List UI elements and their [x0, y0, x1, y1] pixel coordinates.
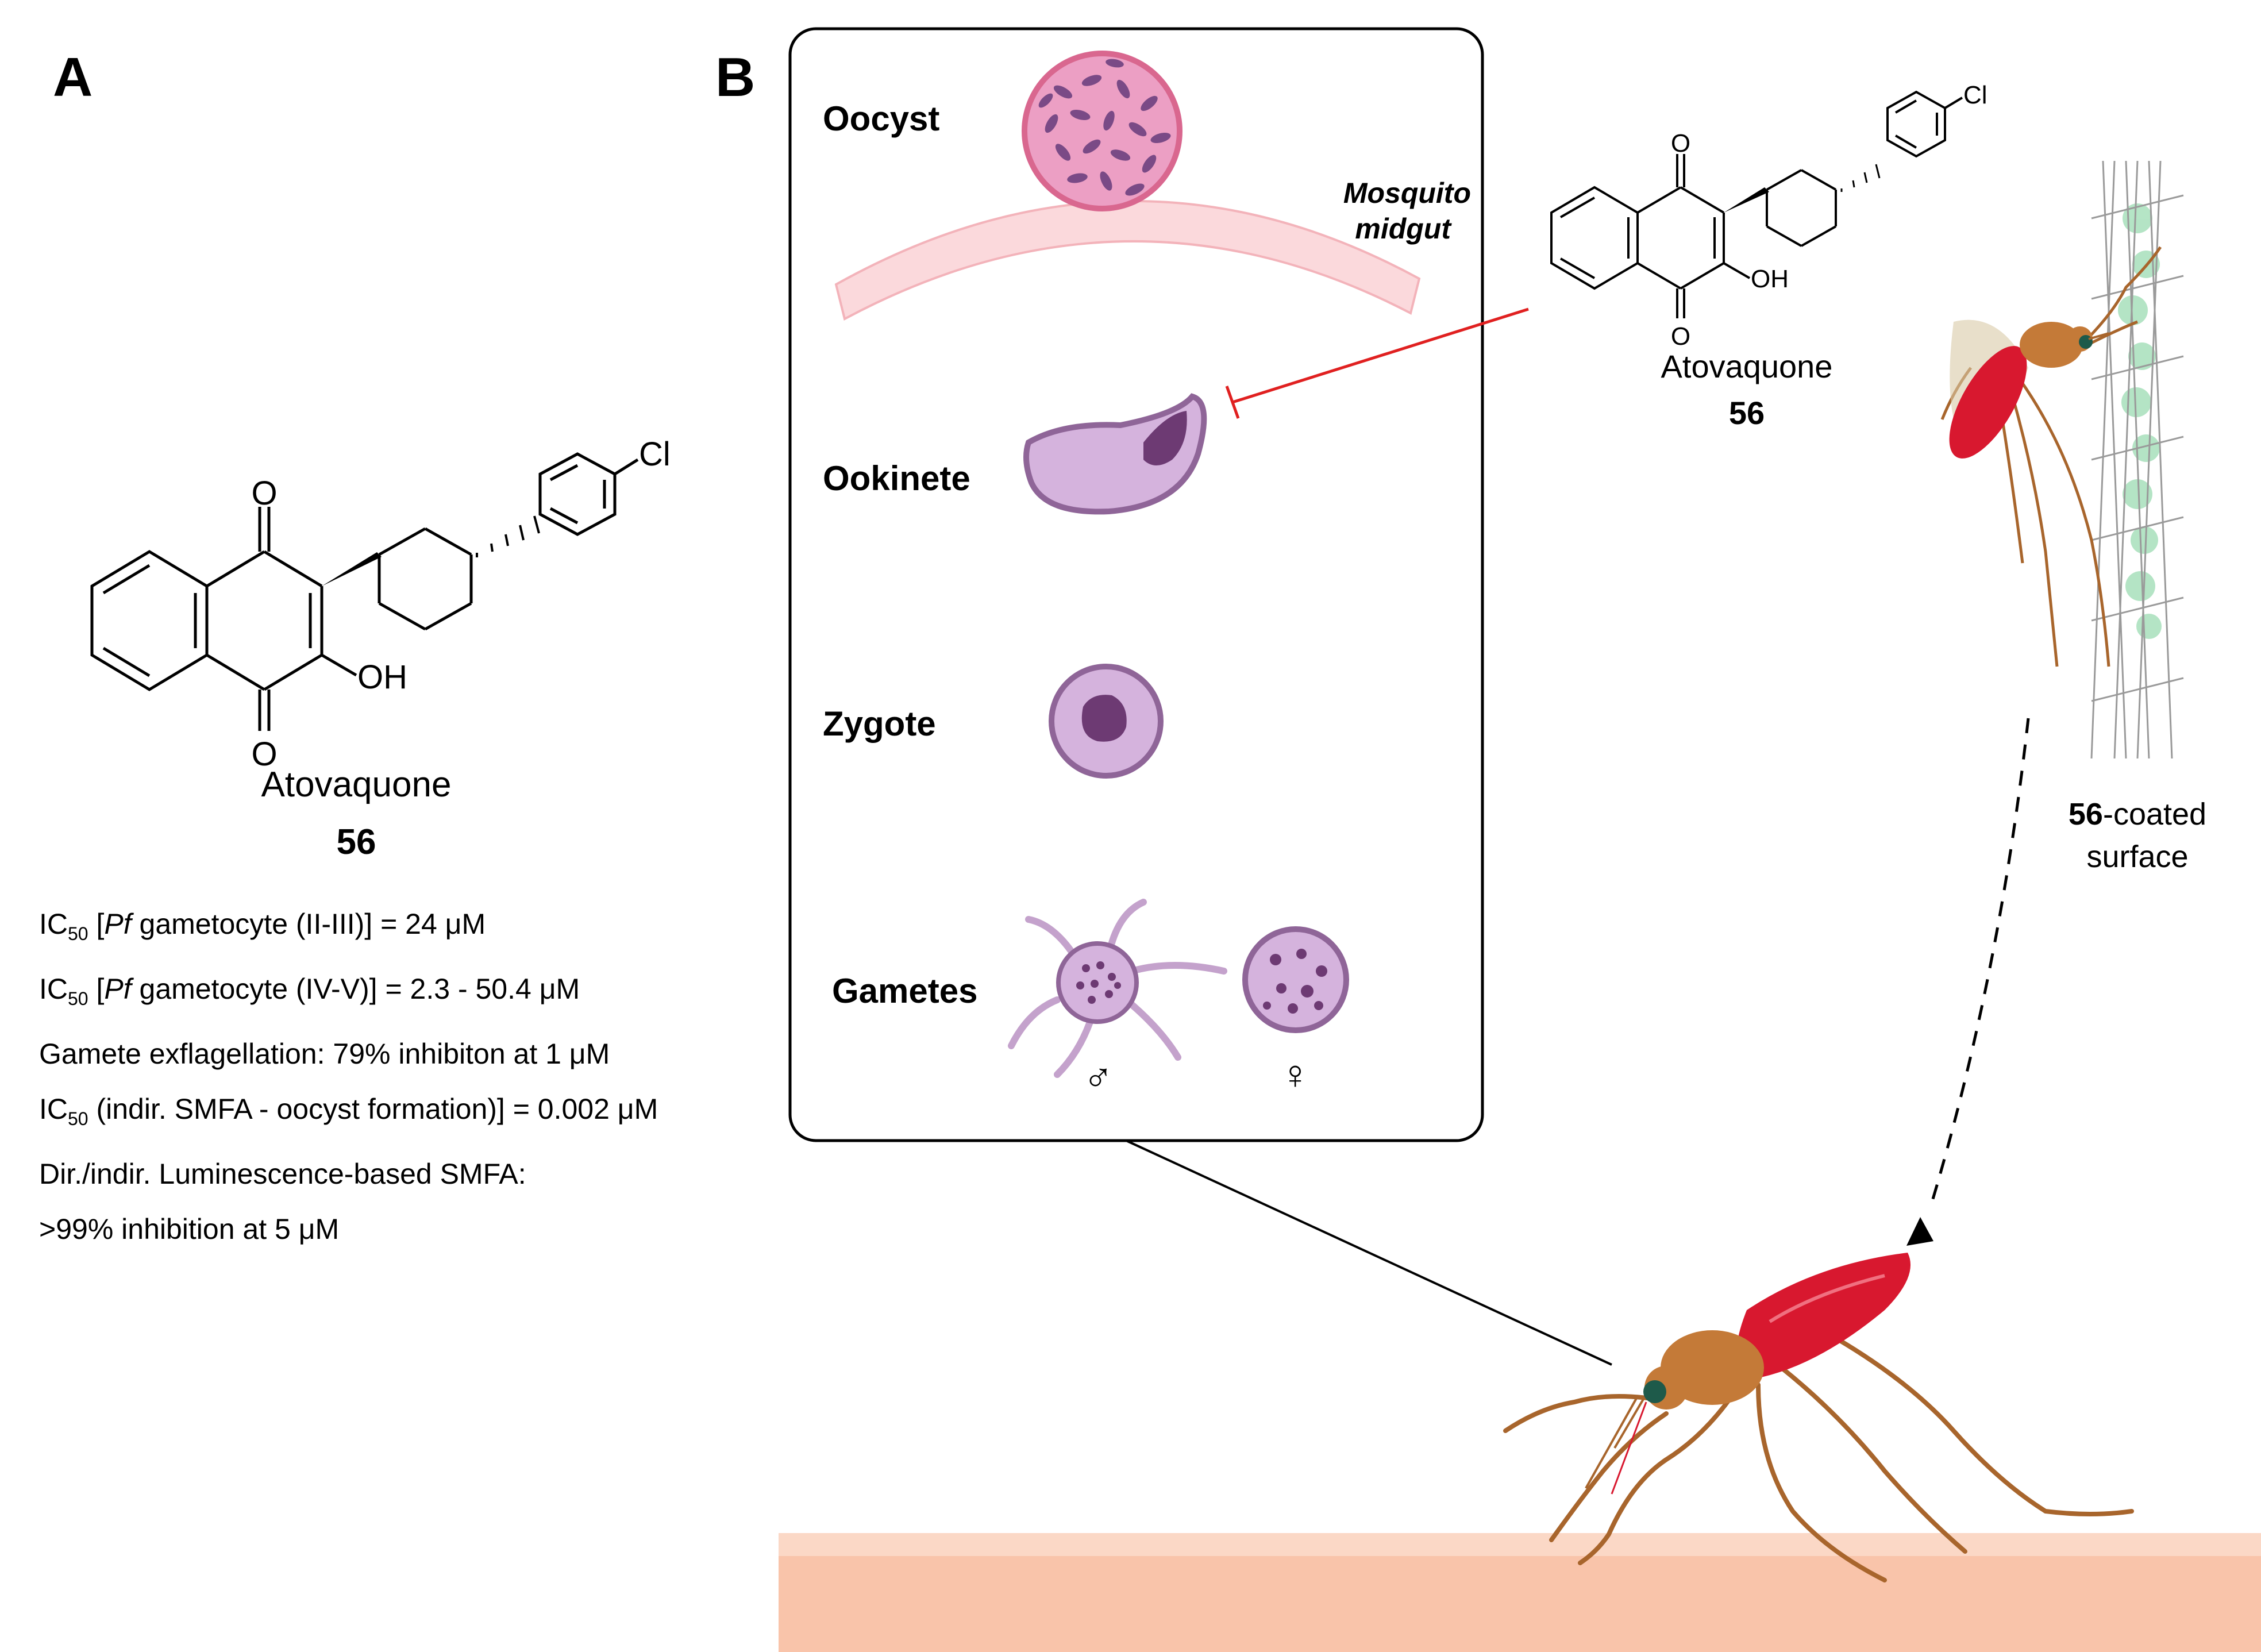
gametes-label: Gametes: [832, 972, 978, 1010]
carbonyl-o-bottom: O: [251, 735, 277, 770]
chlorine-label: Cl: [639, 436, 671, 473]
compound-number-a: 56: [336, 822, 376, 862]
coated-surface-label: 56-coated surface: [2068, 797, 2207, 874]
male-symbol: ♂: [1083, 1055, 1114, 1100]
hydroxyl-label-b: OH: [1751, 265, 1789, 293]
compound-number-b: 56: [1728, 395, 1765, 431]
chlorine-label-b: Cl: [1963, 81, 1987, 109]
activity-row: >99% inhibition at 5 μM: [39, 1213, 340, 1245]
carbonyl-o-top: O: [251, 475, 277, 512]
hydroxyl-label: OH: [357, 659, 407, 696]
activity-row: IC50 [Pf gametocyte (IV-V)] = 2.3 - 50.4…: [39, 973, 580, 1009]
coated-surface-illustration: [1940, 160, 2184, 759]
atovaquone-structure-a: O O OH Cl: [90, 436, 671, 770]
activity-row: Dir./indir. Luminescence-based SMFA:: [39, 1158, 526, 1190]
zygote-label: Zygote: [823, 704, 936, 743]
carbonyl-o-bottom-b: O: [1671, 322, 1690, 351]
carbonyl-o-top-b: O: [1671, 129, 1690, 157]
activity-row: IC50 [Pf gametocyte (II-III)] = 24 μM: [39, 908, 486, 944]
ookinete-label: Ookinete: [823, 459, 970, 498]
compound-name-b: Atovaquone: [1661, 348, 1833, 384]
panel-a-letter: A: [53, 47, 93, 108]
feeding-mosquito: [1503, 1253, 2134, 1582]
skin-layer: [779, 1556, 2261, 1652]
activity-row: Gamete exflagellation: 79% inhibiton at …: [39, 1038, 610, 1070]
oocyst-label: Oocyst: [823, 99, 940, 138]
compound-name-a: Atovaquone: [261, 765, 452, 804]
activity-list: IC50 [Pf gametocyte (II-III)] = 24 μM IC…: [39, 896, 658, 1257]
atovaquone-structure-b: O O OH Cl: [1550, 81, 1987, 351]
activity-row: IC50 (indir. SMFA - oocyst formation)] =…: [39, 1093, 658, 1129]
midgut-label: Mosquito midgut: [1343, 177, 1471, 245]
panel-b-letter: B: [715, 47, 756, 108]
skin-top-layer: [779, 1533, 2261, 1556]
female-symbol: ♀: [1280, 1052, 1311, 1097]
